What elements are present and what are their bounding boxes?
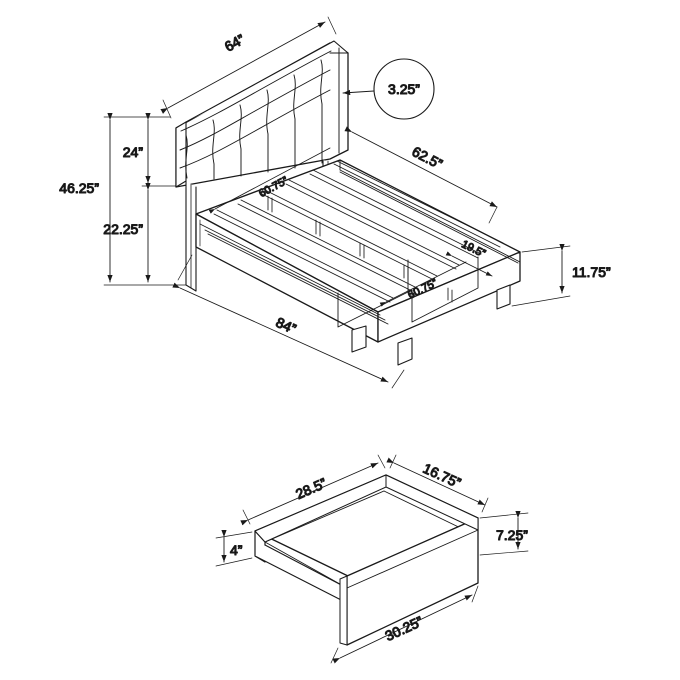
- dimension-headboard-thickness: [342, 58, 435, 120]
- dimension-label-headboard-panel-height: 24”: [123, 144, 144, 160]
- headboard: [175, 40, 349, 188]
- dimension-drawer-front-width: [330, 585, 479, 664]
- dimension-drawer-box-depth: [386, 454, 489, 513]
- drawer-body: [254, 474, 479, 646]
- dimension-overall-height: [103, 112, 187, 286]
- dimension-label-drawer-back-height: 4”: [230, 542, 243, 558]
- dimension-label-frame-height: 11.75”: [572, 264, 611, 280]
- dimension-side-rail-length: [344, 126, 498, 224]
- dimension-label-headboard-width: 64”: [222, 31, 248, 55]
- dimension-label-overall-length: 84”: [274, 314, 299, 337]
- dimension-overall-length: [172, 254, 405, 389]
- dimension-label-drawer-front-height: 7.25”: [496, 527, 528, 543]
- dimension-drawer-front-height: [479, 510, 529, 556]
- dimension-frame-height: [511, 243, 571, 307]
- dimension-drawer-box-length: [240, 454, 386, 526]
- dimension-label-side-rail-length: 62.5”: [409, 143, 445, 172]
- dimension-label-overall-height: 46.25”: [59, 180, 99, 196]
- dimension-slat-deck-width: [208, 147, 331, 214]
- dimension-headboard-width: [160, 16, 337, 119]
- dimension-label-drawer-box-length: 28.5”: [293, 475, 329, 503]
- dimension-headboard-panel-height: [141, 112, 177, 187]
- dimension-drawer-back-height: [215, 529, 253, 567]
- dimension-label-headboard-thickness: 3.25”: [388, 81, 420, 97]
- dimension-footboard-depth: [445, 251, 493, 277]
- dimension-label-leg-to-panel-height: 22.25”: [103, 221, 143, 237]
- dimension-label-drawer-box-depth: 16.75”: [421, 460, 464, 491]
- dimension-front-rail-width: [379, 261, 467, 307]
